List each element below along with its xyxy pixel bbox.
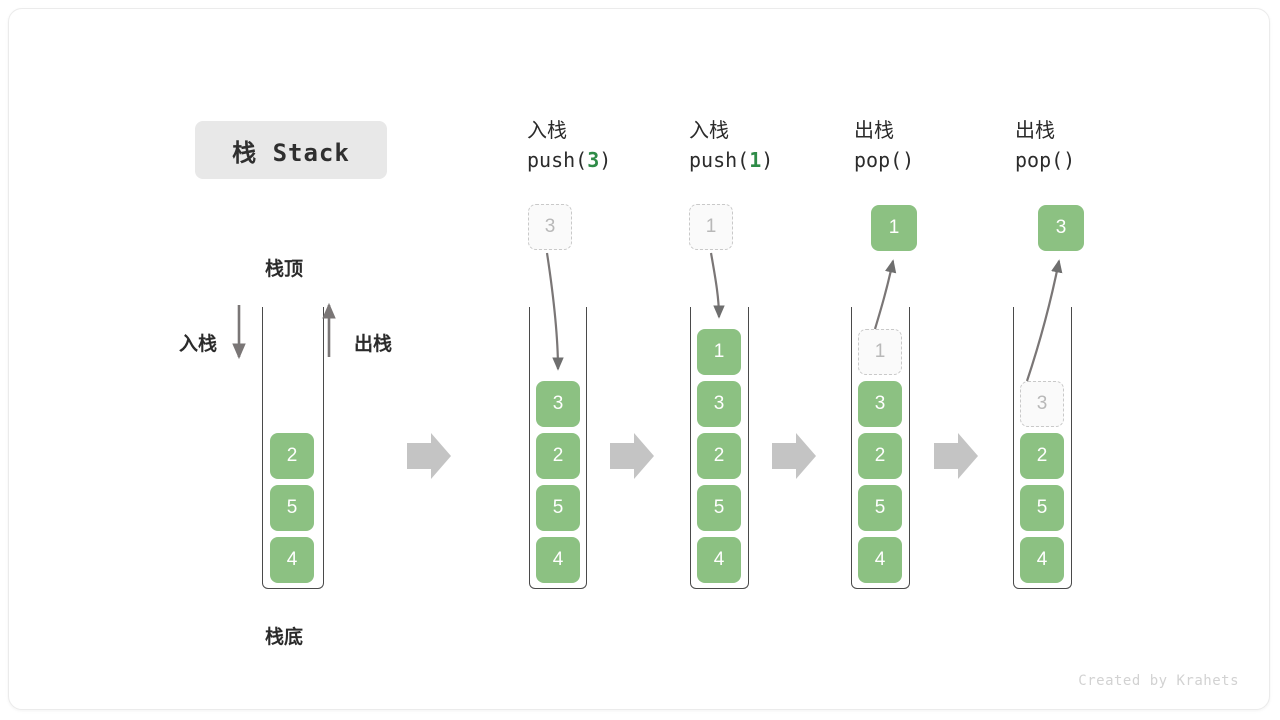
stack-cell: 5 [536,485,580,531]
popped-value-cell: 3 [1038,205,1084,251]
step-op-cn: 出栈 [1015,120,1055,142]
stack-cell: 4 [536,537,580,583]
stack-cell: 4 [697,537,741,583]
step-op-code: push(1) [689,148,774,172]
stack-cell: 4 [1020,537,1064,583]
ghost-cell: 1 [689,204,733,250]
stack-cell: 2 [697,433,741,479]
flow-arrow [407,433,451,479]
stack-cell: 1 [697,329,741,375]
flow-arrow [934,433,978,479]
stack-cell: 5 [270,485,314,531]
step-op-code: pop() [1015,148,1076,172]
push-side-label: 入栈 [179,334,218,355]
arrows-overlay [232,252,1063,479]
watermark: Created by Krahets [1078,673,1239,689]
stack-frame-push-3 [529,307,587,589]
step-op-code: pop() [854,148,915,172]
flow-arrow [610,433,654,479]
step-op-cn: 出栈 [854,120,894,142]
stack-frame-pop-1 [851,307,910,589]
stack-cell: 3 [858,381,902,427]
stack-cell: 3 [697,381,741,427]
stack-cell: 2 [858,433,902,479]
flow-arrow [772,433,816,479]
step-op-arg: 3 [587,148,600,172]
stack-frame-initial [262,307,324,589]
stack-bottom-label: 栈底 [265,627,304,648]
ghost-cell: 1 [858,329,902,375]
stack-cell: 5 [1020,485,1064,531]
stack-frame-pop-3 [1013,307,1072,589]
pop-side-label: 出栈 [354,334,393,355]
ghost-cell: 3 [528,204,572,250]
stack-cell: 5 [858,485,902,531]
ghost-cell: 3 [1020,381,1064,427]
stack-cell: 2 [536,433,580,479]
step-op-cn: 入栈 [689,120,729,142]
popped-value-cell: 1 [871,205,917,251]
step-op-arg: 1 [749,148,762,172]
step-op-cn: 入栈 [527,120,567,142]
diagram-title-badge: 栈 Stack [195,121,387,179]
stack-frame-push-1 [690,307,749,589]
step-op-code: push(3) [527,148,612,172]
diagram-card: 栈 Stack 栈顶 栈底 入栈 出栈 2 5 4 入栈 push(3) 3 3… [8,8,1270,710]
stack-cell: 2 [1020,433,1064,479]
stack-cell: 4 [858,537,902,583]
stack-cell: 2 [270,433,314,479]
stack-cell: 3 [536,381,580,427]
stack-cell: 5 [697,485,741,531]
stack-cell: 4 [270,537,314,583]
stack-top-label: 栈顶 [265,259,304,280]
